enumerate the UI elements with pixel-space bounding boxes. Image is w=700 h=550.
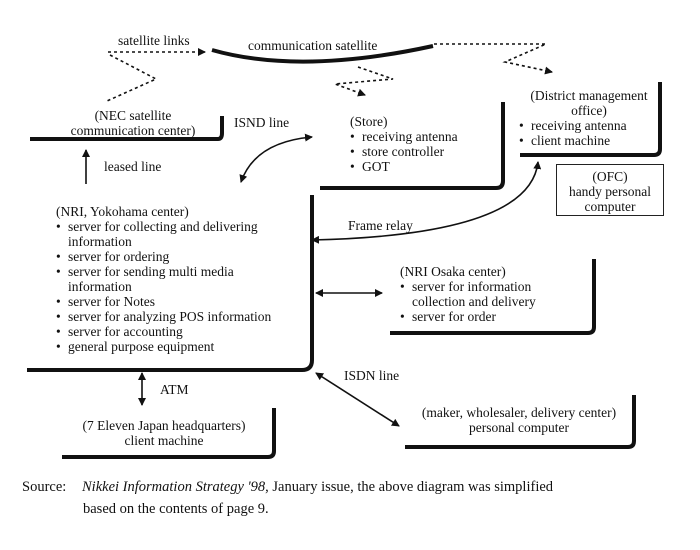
- maker-title: (maker, wholesaler, delivery center): [421, 405, 617, 420]
- store-item: store controller: [350, 144, 500, 159]
- nec-title-line1: (NEC satellite: [94, 108, 172, 123]
- satellite-link-left: [106, 48, 206, 102]
- yokohama-item: general purpose equipment: [56, 339, 306, 354]
- isnd-line-arrow: [239, 133, 313, 183]
- osaka-box-border: [390, 259, 596, 335]
- isdn-line-label: ISDN line: [344, 368, 400, 383]
- atm-label: ATM: [160, 382, 189, 397]
- district-item: client machine: [519, 133, 659, 148]
- store-title: (Store): [350, 114, 388, 129]
- maker-box-border: [405, 395, 636, 449]
- seven-eleven-title: (7 Eleven Japan headquarters): [82, 418, 246, 433]
- store-node: (Store) receiving antenna store controll…: [350, 114, 500, 174]
- nec-satellite-center-node: (NEC satellite communication center): [48, 108, 218, 138]
- osaka-title: (NRI Osaka center): [400, 264, 506, 279]
- source-caption: Source: Nikkei Information Strategy '98, …: [22, 476, 692, 520]
- satellite-link-district: [434, 43, 553, 75]
- satellite-link-store: [334, 66, 394, 97]
- osaka-item: server for information collection and de…: [400, 279, 562, 309]
- yokohama-item: server for collecting and delivering inf…: [56, 219, 293, 249]
- osaka-center-node: (NRI Osaka center) server for informatio…: [400, 264, 570, 324]
- store-item: receiving antenna: [350, 129, 500, 144]
- source-publication: Nikkei Information Strategy '98: [82, 479, 266, 495]
- source-rest: , January issue, the above diagram was s…: [265, 479, 554, 495]
- district-title-line2: office): [571, 103, 607, 118]
- leased-line-label: leased line: [104, 159, 162, 174]
- frame-relay-label: Frame relay: [348, 218, 413, 233]
- osaka-item: server for order: [400, 309, 570, 324]
- satellite-arc: [211, 44, 434, 64]
- yokohama-item: server for sending multi media informati…: [56, 264, 268, 294]
- source-label: Source:: [22, 479, 67, 495]
- seven-eleven-hq-node: (7 Eleven Japan headquarters) client mac…: [60, 418, 268, 448]
- maker-subtitle: personal computer: [468, 420, 570, 435]
- seven-eleven-subtitle: client machine: [124, 433, 204, 448]
- yokohama-center-node: (NRI, Yokohama center) server for collec…: [56, 204, 306, 354]
- district-item: receiving antenna: [519, 118, 659, 133]
- yokohama-item: server for analyzing POS information: [56, 309, 306, 324]
- store-item: GOT: [350, 159, 500, 174]
- nec-box-border: [30, 116, 224, 141]
- seven-eleven-box-border: [62, 408, 276, 459]
- ofc-line1: handy personal: [568, 184, 652, 199]
- yokohama-item: server for accounting: [56, 324, 306, 339]
- isnd-line-label: ISND line: [234, 115, 290, 130]
- district-title-line1: (District management: [530, 88, 648, 103]
- source-line2: based on the contents of page 9.: [83, 501, 269, 517]
- yokohama-box-border: [27, 195, 314, 372]
- maker-wholesaler-node: (maker, wholesaler, delivery center) per…: [406, 405, 632, 435]
- district-office-node: (District management office) receiving a…: [519, 88, 659, 148]
- communication-satellite-label: communication satellite: [248, 38, 378, 53]
- frame-relay-arrow: [311, 161, 542, 244]
- yokohama-item: server for Notes: [56, 294, 306, 309]
- yokohama-title: (NRI, Yokohama center): [56, 204, 189, 219]
- ofc-node: (OFC) handy personal computer: [556, 164, 664, 216]
- district-box-border: [520, 82, 662, 157]
- isdn-line-arrow: [315, 372, 400, 427]
- ofc-line2: computer: [584, 199, 636, 214]
- nec-title-line2: communication center): [70, 123, 196, 138]
- ofc-title: (OFC): [592, 169, 628, 184]
- yokohama-item: server for ordering: [56, 249, 306, 264]
- satellite-links-label: satellite links: [118, 33, 190, 48]
- connection-lines: [27, 43, 662, 459]
